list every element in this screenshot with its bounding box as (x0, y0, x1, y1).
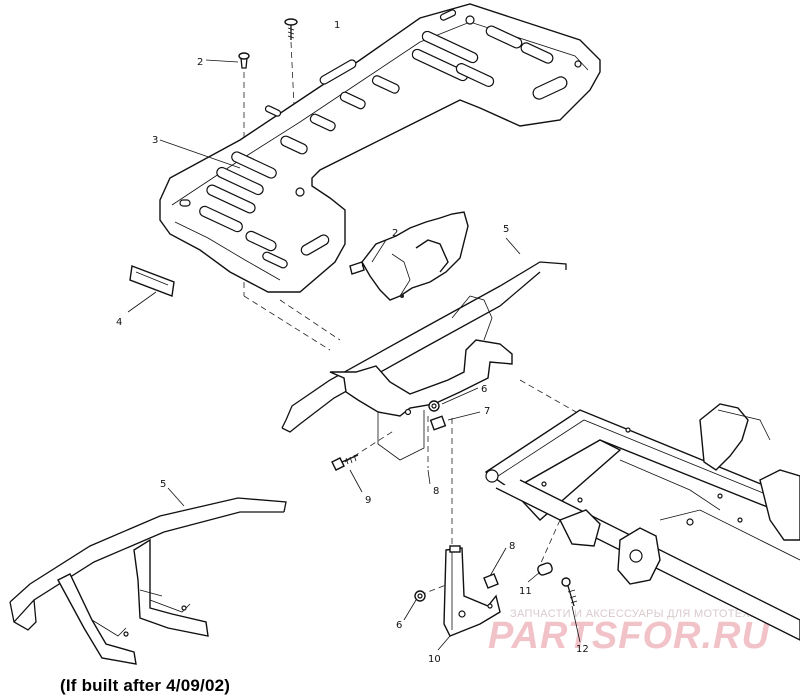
leader-lines (127, 59, 581, 651)
watermark: ЗАПЧАСТИ И АКСЕССУАРЫ ДЛЯ МОТОТЕХНИКИ PA… (488, 608, 781, 657)
callout-4: 4 (116, 317, 122, 328)
callout-8: 8 (509, 541, 515, 552)
spacer-icon (537, 562, 553, 576)
bolt-icon (331, 454, 359, 471)
bolt-icon (483, 573, 499, 589)
rail-bracket-icon (329, 295, 513, 461)
callout-1: 1 (334, 20, 340, 31)
callout-5: 5 (160, 479, 166, 490)
screw-icon (284, 18, 298, 40)
callout-5: 5 (503, 224, 509, 235)
callout-2: 2 (392, 228, 398, 239)
washer-icon (429, 415, 447, 431)
callout-9: 9 (365, 495, 371, 506)
diagram-caption: (If built after 4/09/02) (60, 676, 231, 695)
callout-12: 12 (576, 644, 589, 655)
callout-10: 10 (428, 654, 441, 665)
nut-icon (428, 400, 440, 412)
callout-6: 6 (481, 384, 487, 395)
bracket-icon (443, 545, 501, 637)
callout-6: 6 (396, 620, 402, 631)
fender-section-icon (361, 211, 469, 301)
rack-slots (179, 9, 582, 269)
callout-8: 8 (433, 486, 439, 497)
frame-icon (484, 403, 800, 641)
watermark-logo: PARTSFOR.RU (488, 615, 770, 657)
callout-7: 7 (484, 406, 490, 417)
callout-3: 3 (152, 135, 158, 146)
bolt-icon (561, 577, 578, 607)
watermark-tagline: ЗАПЧАСТИ И АКСЕССУАРЫ ДЛЯ МОТОТЕХНИКИ (510, 608, 781, 620)
callout-labels: 1 2 3 4 2 5 6 7 9 8 5 8 11 6 10 12 (116, 20, 589, 665)
reflector-icon (129, 265, 175, 297)
rear-rack-icon (159, 3, 601, 293)
rivet-icon (238, 52, 250, 69)
callout-2: 2 (197, 57, 203, 68)
callout-11: 11 (519, 586, 532, 597)
nut-icon (414, 590, 426, 602)
rack-rail-icon (9, 497, 287, 665)
